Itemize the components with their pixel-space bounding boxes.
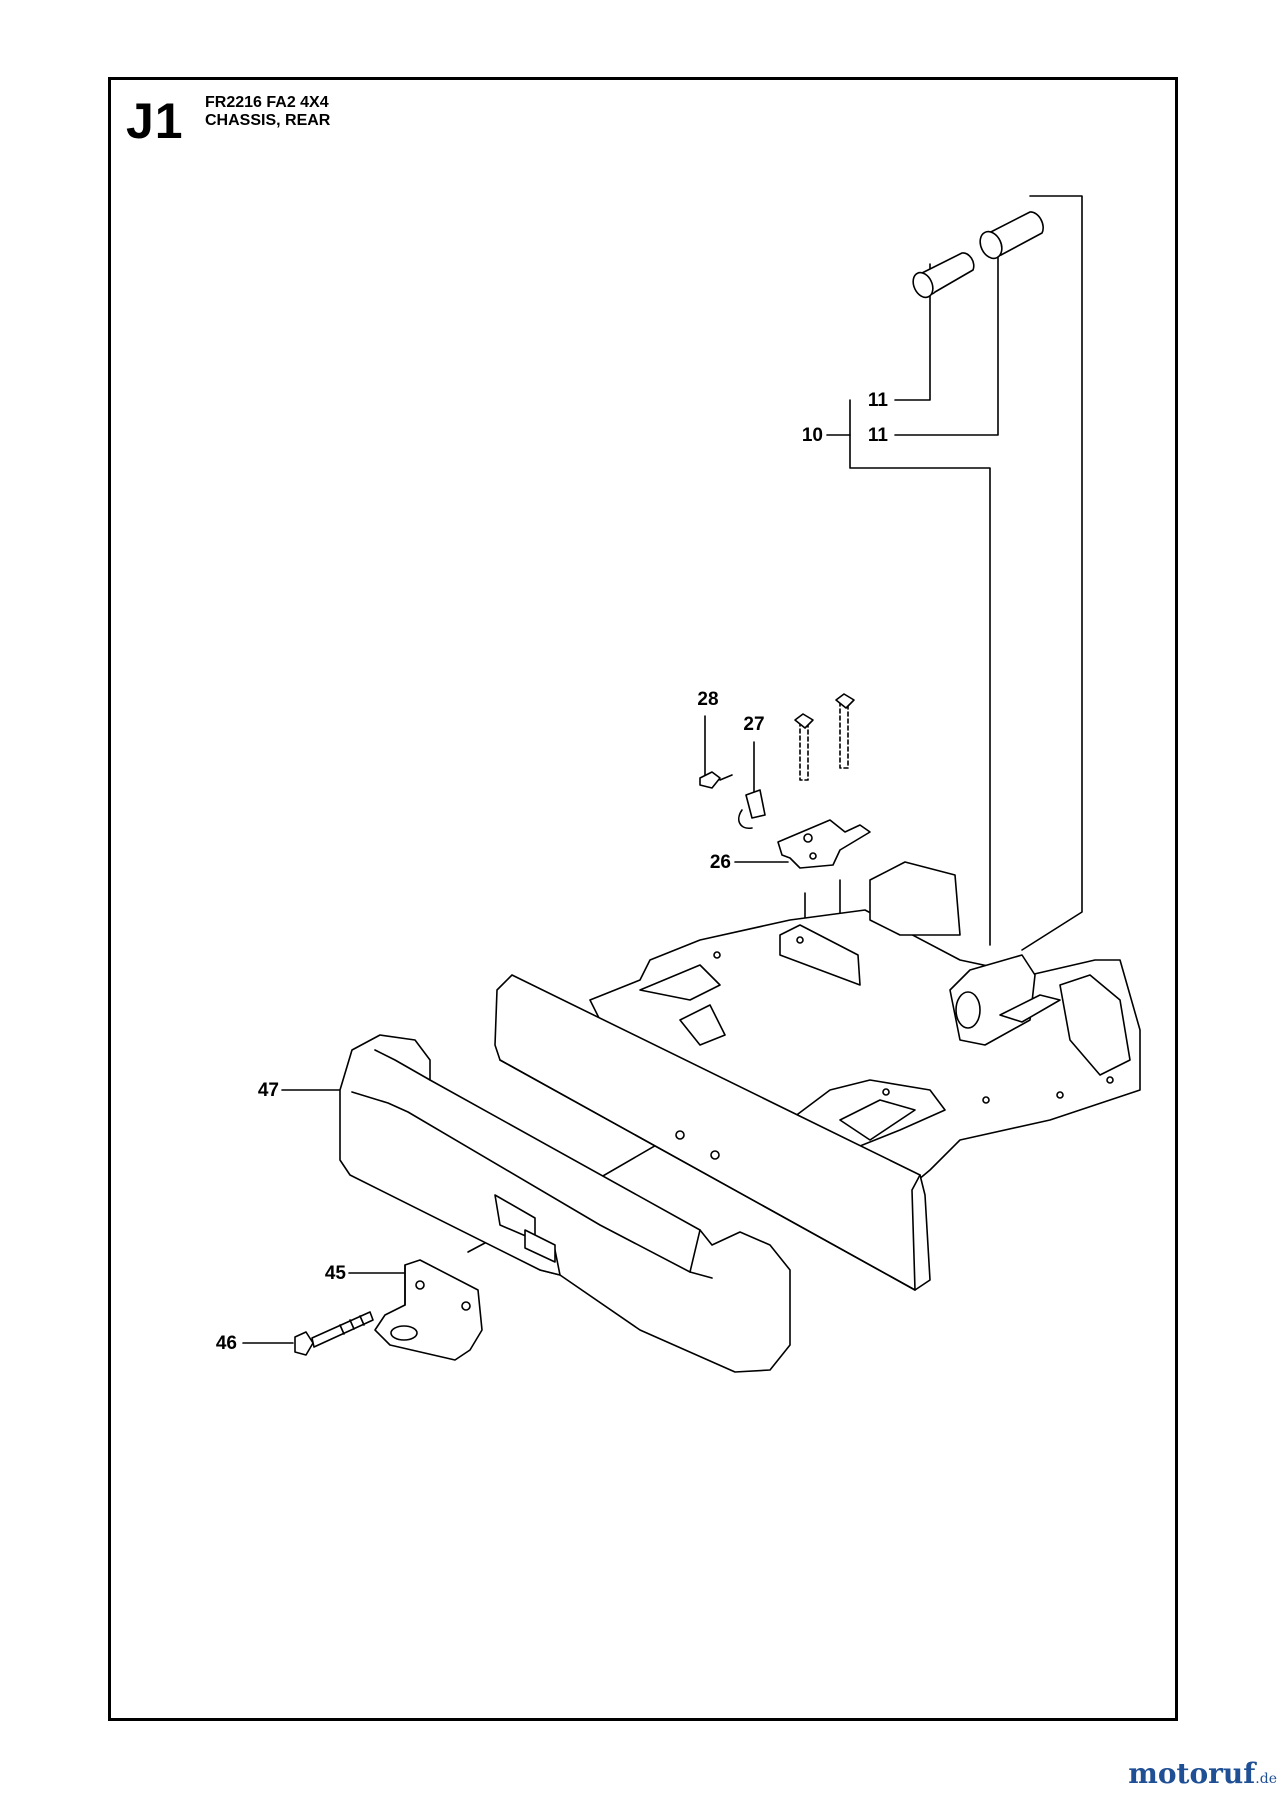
callout-46: 46 — [216, 1333, 237, 1354]
title-block: FR2216 FA2 4X4 CHASSIS, REAR — [205, 94, 330, 130]
callout-11a: 11 — [868, 390, 889, 411]
callout-28: 28 — [697, 689, 718, 710]
rear-beam — [494, 974, 931, 1291]
section-title: CHASSIS, REAR — [205, 112, 331, 129]
hitch-bolt — [294, 1311, 374, 1356]
callout-26: 26 — [710, 852, 731, 873]
watermark-logo: motoruf.de — [1128, 1757, 1277, 1790]
bushing-large — [979, 211, 1044, 260]
callout-10: 10 — [802, 425, 823, 446]
watermark-tld: .de — [1255, 1771, 1277, 1787]
chassis-frame — [589, 861, 1141, 1196]
callout-11b: 11 — [868, 425, 889, 446]
hitch-bracket — [374, 1259, 483, 1361]
page-code: J1 — [126, 93, 184, 149]
callout-47: 47 — [258, 1080, 279, 1101]
callout-labels: 11 11 10 28 27 26 47 45 46 — [216, 390, 889, 1354]
callout-45: 45 — [325, 1263, 347, 1284]
diagram-frame — [108, 77, 1178, 1721]
callout-27: 27 — [743, 714, 764, 735]
watermark-brand: motoruf — [1128, 1757, 1256, 1790]
latch-assembly — [699, 693, 871, 869]
model-title: FR2216 FA2 4X4 — [205, 94, 329, 111]
bumper — [339, 1034, 791, 1373]
bushing-small — [912, 252, 975, 299]
